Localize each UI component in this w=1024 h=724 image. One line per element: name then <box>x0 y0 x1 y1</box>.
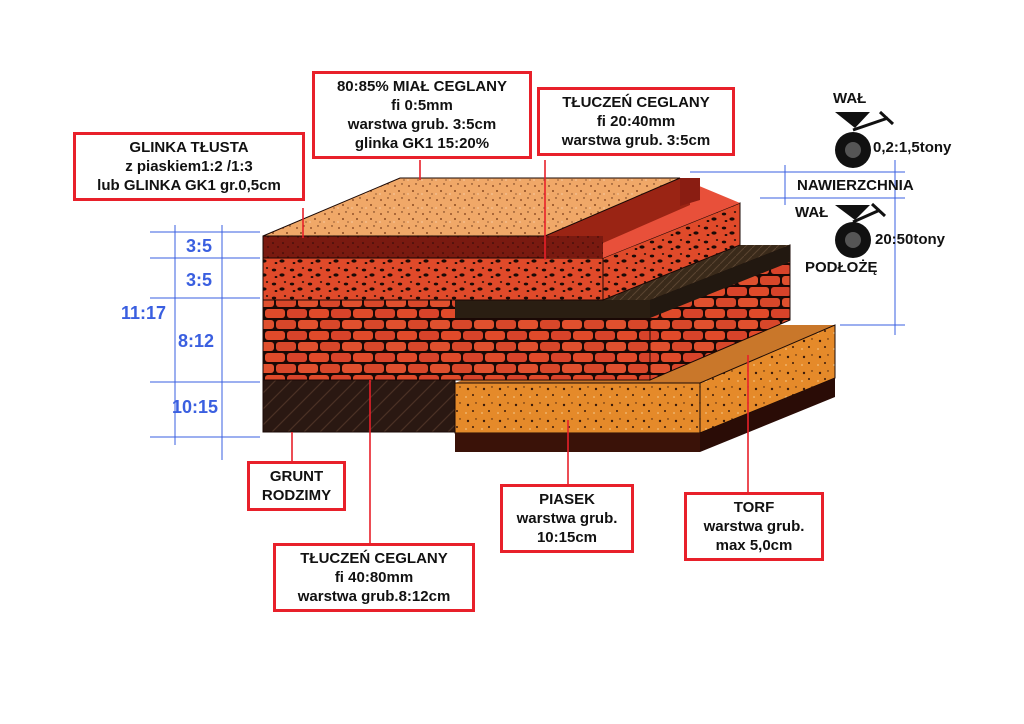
label-mial-line4: glinka GK1 15:20% <box>354 135 490 152</box>
label-glinka-line2: z piaskiem1:2 /1:3 <box>125 158 253 175</box>
label-tluczen-bottom: TŁUCZEŃ CEGLANY fi 40:80mm warstwa grub.… <box>273 543 475 612</box>
label-mial-line3: warstwa grub. 3:5cm <box>347 116 497 133</box>
dimension-lines <box>150 225 260 460</box>
glinka-front-ext <box>545 236 603 258</box>
piasek-front <box>454 382 701 434</box>
dimension-mial: 3:5 <box>186 270 213 290</box>
wal-1-label: WAŁ <box>833 90 867 107</box>
label-tluczen-top: TŁUCZEŃ CEGLANY fi 20:40mm warstwa grub.… <box>537 87 735 156</box>
label-tluczen-top-line2: fi 20:40mm <box>596 113 676 130</box>
mial-top <box>262 177 681 237</box>
label-mial-line1: 80:85% MIAŁ CEGLANY <box>336 78 508 95</box>
mial-side-red <box>545 178 690 243</box>
label-piasek: PIASEK warstwa grub. 10:15cm <box>500 484 634 553</box>
torf-step-front <box>455 300 650 318</box>
nawierzchnia-label: NAWIERZCHNIA <box>797 177 914 194</box>
label-piasek-line1: PIASEK <box>539 491 595 508</box>
label-grunt-line1: GRUNT <box>269 468 324 485</box>
wal-2-label: WAŁ <box>795 204 829 221</box>
wal-2-weight: 20:50tony <box>875 231 946 248</box>
label-glinka-line3: lub GLINKA GK1 gr.0,5cm <box>97 177 281 194</box>
label-mial-line2: fi 0:5mm <box>391 97 453 114</box>
label-tluczen-top-line1: TŁUCZEŃ CEGLANY <box>562 94 710 111</box>
roller-2 <box>835 202 887 258</box>
dimension-piasek: 10:15 <box>172 397 219 417</box>
label-glinka: GLINKA TŁUSTA z piaskiem1:2 /1:3 lub GLI… <box>73 132 305 201</box>
piasek-base-side <box>700 378 835 452</box>
dimension-glinka: 3:5 <box>186 236 213 256</box>
label-tluczen-bottom-line3: warstwa grub.8:12cm <box>297 588 451 605</box>
torf-step-side <box>650 245 790 318</box>
label-grunt-line2: RODZIMY <box>261 487 332 504</box>
label-mial: 80:85% MIAŁ CEGLANY fi 0:5mm warstwa gru… <box>312 71 532 159</box>
glinka-front <box>262 235 546 259</box>
piasek-base <box>455 433 700 452</box>
label-grunt: GRUNT RODZIMY <box>247 461 346 511</box>
right-dimension-lines <box>690 160 905 335</box>
wal-1-weight: 0,2:1,5tony <box>873 139 952 156</box>
label-torf-line1: TORF <box>733 499 775 516</box>
dark-side-strip <box>680 178 700 206</box>
label-tluczen-bottom-line1: TŁUCZEŃ CEGLANY <box>300 550 448 567</box>
leader-lines <box>291 160 749 545</box>
podloze-label: PODŁOŻĘ <box>805 259 878 276</box>
dimension-tluczen: 8:12 <box>178 331 215 351</box>
label-torf-line3: max 5,0cm <box>715 537 793 554</box>
label-piasek-line3: 10:15cm <box>536 529 598 546</box>
roller-1 <box>835 110 895 168</box>
label-torf-line2: warstwa grub. <box>703 518 805 535</box>
label-tluczen-bottom-line2: fi 40:80mm <box>334 569 414 586</box>
grunt-front <box>262 379 456 433</box>
label-glinka-line1: GLINKA TŁUSTA <box>129 139 249 156</box>
label-piasek-line2: warstwa grub. <box>516 510 618 527</box>
gravel-front <box>262 257 604 301</box>
label-tluczen-top-line3: warstwa grub. 3:5cm <box>561 132 711 149</box>
dimension-total: 11:17 <box>121 303 167 323</box>
label-torf: TORF warstwa grub. max 5,0cm <box>684 492 824 561</box>
